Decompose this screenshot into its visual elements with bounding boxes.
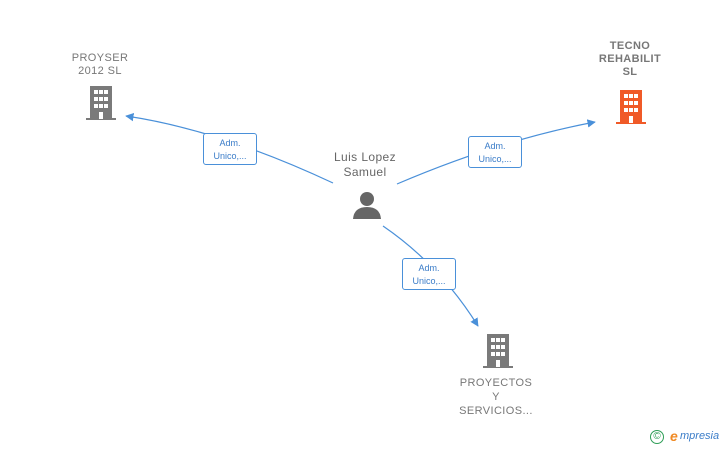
company-name-line: Y	[492, 391, 500, 403]
company-name-line: REHABILIT	[598, 53, 662, 65]
building-icon[interactable]	[86, 86, 116, 120]
edge-label-proyectos[interactable]: Adm. Unico,...	[402, 258, 456, 290]
person-label[interactable]: Luis Lopez Samuel	[320, 150, 410, 180]
company-label-proyectos[interactable]: PROYECTOS Y SERVICIOS...	[445, 376, 547, 418]
company-name-line: SERVICIOS...	[459, 405, 533, 417]
company-label-tecno[interactable]: TECNO REHABILIT SL	[585, 40, 675, 79]
edge-label-tecno[interactable]: Adm. Unico,...	[468, 136, 522, 168]
company-name-line: PROYSER	[71, 52, 129, 64]
person-icon[interactable]	[352, 190, 382, 220]
company-name-line: 2012 SL	[78, 65, 122, 77]
brand-initial: e	[670, 428, 678, 444]
edge-label-proyser[interactable]: Adm. Unico,...	[203, 133, 257, 165]
edge-label-line: Unico,...	[213, 151, 247, 161]
edge-label-line: Unico,...	[478, 154, 512, 164]
company-name-line: PROYECTOS	[459, 377, 533, 389]
edge-label-line: Adm.	[418, 263, 440, 273]
edge-label-line: Adm.	[484, 141, 506, 151]
company-name-line: TECNO	[609, 40, 651, 52]
edge-label-line: Unico,...	[412, 276, 446, 286]
person-name-line: Samuel	[343, 165, 387, 179]
edge-label-line: Adm.	[219, 138, 241, 148]
company-label-proyser[interactable]: PROYSER 2012 SL	[55, 52, 145, 78]
empresia-watermark: © e mpresia	[650, 428, 726, 447]
company-name-line: SL	[622, 66, 638, 78]
person-name-line: Luis Lopez	[333, 150, 397, 164]
copyright-icon: ©	[650, 430, 664, 444]
building-icon[interactable]	[616, 90, 646, 124]
brand-name: mpresia	[680, 430, 720, 442]
building-icon[interactable]	[483, 334, 513, 368]
